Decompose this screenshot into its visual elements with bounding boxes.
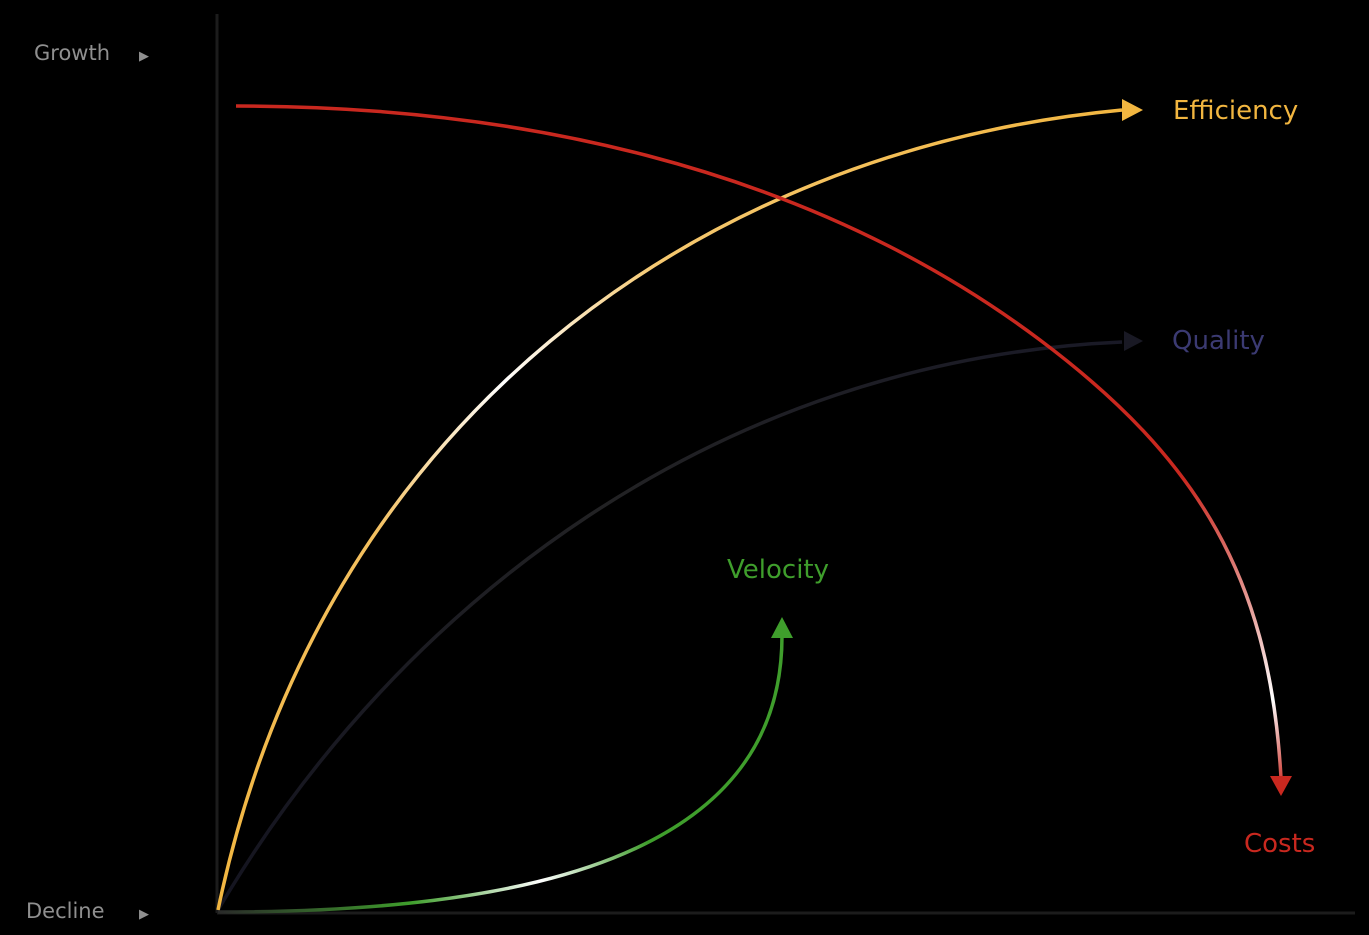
efficiency-curve-group: Efficiency xyxy=(216,96,1298,911)
axes xyxy=(215,14,1355,915)
decline-label: Decline xyxy=(26,899,105,923)
costs-curve xyxy=(235,104,1283,779)
velocity-arrowhead-icon xyxy=(771,617,793,638)
costs-curve-group: Costs xyxy=(235,104,1315,859)
efficiency-arrowhead-icon xyxy=(1122,99,1143,121)
growth-arrow-icon: ▶ xyxy=(139,49,149,64)
efficiency-label: Efficiency xyxy=(1173,96,1298,126)
velocity-label: Velocity xyxy=(727,555,829,585)
quality-curve-group: Quality xyxy=(216,326,1265,911)
costs-label: Costs xyxy=(1244,829,1315,859)
efficiency-curve xyxy=(216,108,1123,911)
quality-label: Quality xyxy=(1172,326,1265,356)
quality-curve xyxy=(216,340,1123,911)
quality-arrowhead-icon xyxy=(1124,331,1143,351)
velocity-curve-group: Velocity xyxy=(217,555,829,914)
velocity-curve xyxy=(217,635,784,914)
decline-arrow-icon: ▶ xyxy=(139,907,149,922)
costs-arrowhead-icon xyxy=(1270,776,1292,796)
growth-label: Growth xyxy=(34,41,110,65)
